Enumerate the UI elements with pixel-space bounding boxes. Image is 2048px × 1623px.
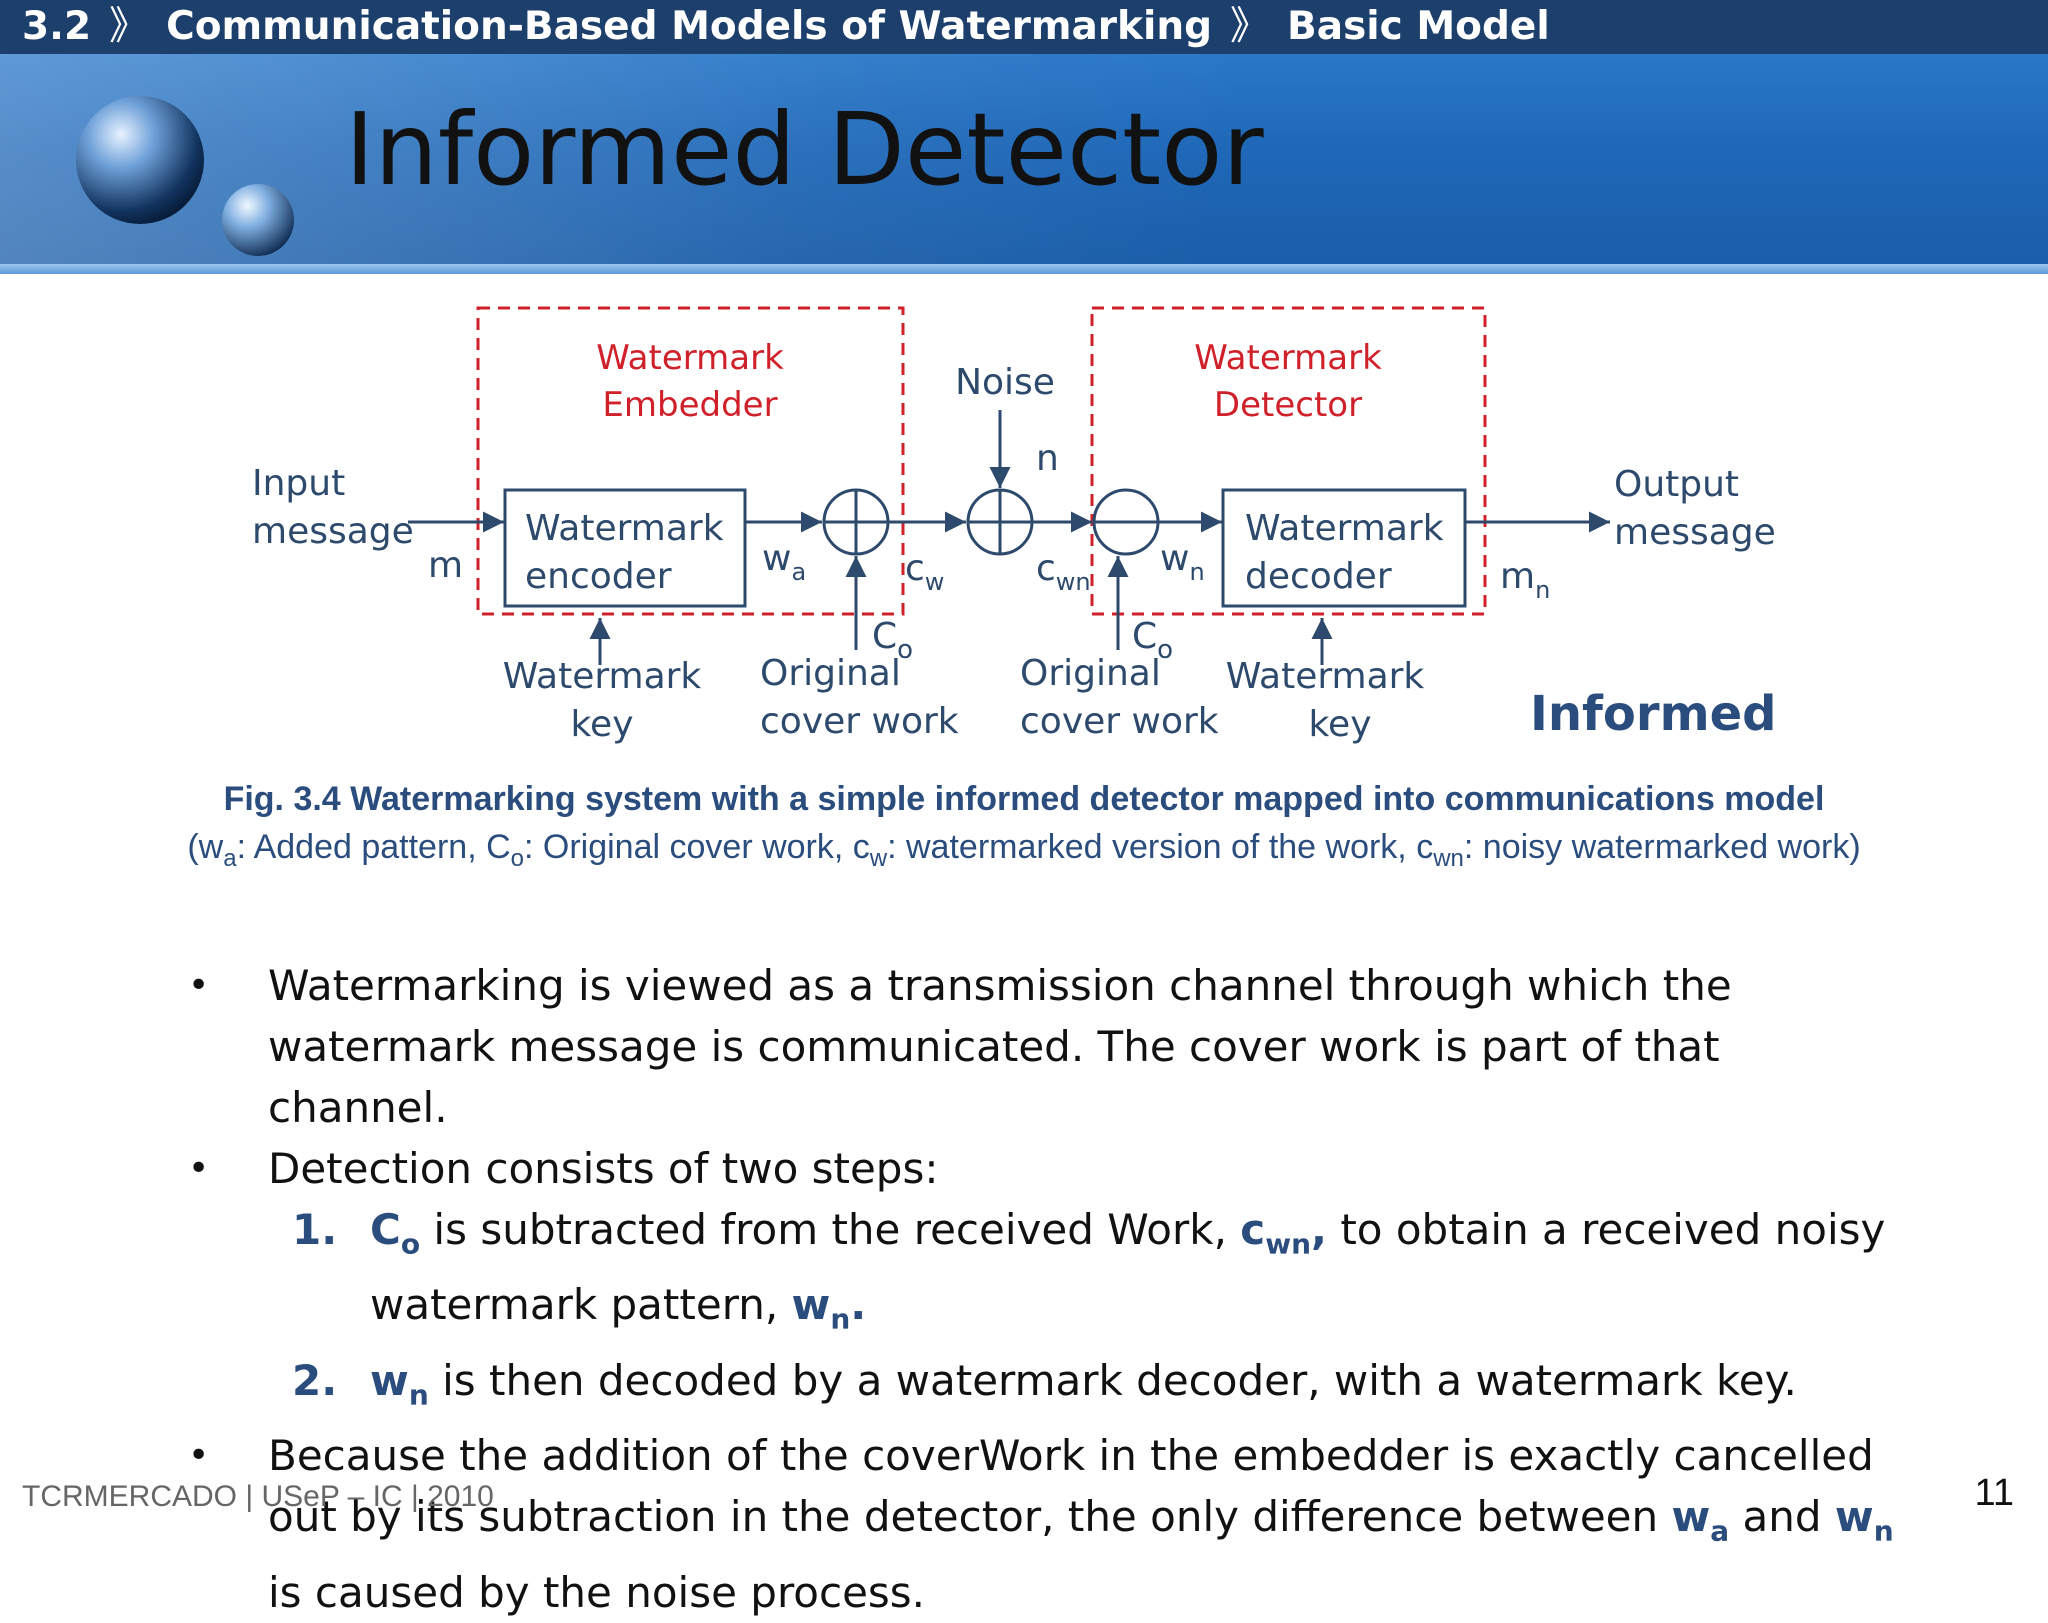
logo-spheres xyxy=(76,96,294,256)
original-cover-label: Original xyxy=(760,653,901,694)
bullet-dot: • xyxy=(188,1148,210,1189)
step-number: 2. xyxy=(292,1355,338,1405)
co-label: Co xyxy=(1132,616,1173,665)
header-divider xyxy=(0,264,2048,274)
breadcrumb-topic: Basic Model xyxy=(1287,4,1550,49)
watermark-key-label: Watermark xyxy=(503,656,702,697)
step-number: 1. xyxy=(292,1205,338,1254)
numbered-item: 1.Co is subtracted from the received Wor… xyxy=(180,1199,1900,1350)
encoder-box xyxy=(503,488,747,608)
embedder-label: Watermark xyxy=(596,338,784,378)
wn-label: wn xyxy=(1160,538,1205,586)
noise-label: Noise xyxy=(955,362,1055,403)
decoder-label: decoder xyxy=(1245,556,1392,597)
figure-legend: (wa: Added pattern, Co: Original cover w… xyxy=(187,828,1861,872)
watermark-key-label: key xyxy=(570,704,633,745)
diagram: Watermark Embedder Watermark Detector In… xyxy=(252,306,1777,745)
figure-caption: Fig. 3.4 Watermarking system with a simp… xyxy=(223,780,1825,818)
output-label: message xyxy=(1614,512,1776,553)
watermark-key-label: key xyxy=(1308,704,1371,745)
bullet-item: •Because the addition of the coverWork i… xyxy=(180,1425,1900,1622)
embedder-dashed-box xyxy=(476,306,905,616)
output-label: Output xyxy=(1614,464,1739,505)
watermark-key-label: Watermark xyxy=(1226,656,1425,697)
decoder-label: Watermark xyxy=(1245,508,1444,549)
detector-dashed-box xyxy=(1090,306,1487,616)
decoder-box xyxy=(1221,488,1467,608)
breadcrumb-separator: 》 xyxy=(1230,4,1270,49)
wa-label: wa xyxy=(762,538,806,586)
original-cover-label: cover work xyxy=(760,701,959,742)
co-label: Co xyxy=(872,616,913,665)
header-band xyxy=(0,54,2048,266)
large-sphere xyxy=(76,96,204,224)
input-label: Input xyxy=(252,463,345,504)
embedder-label: Embedder xyxy=(602,385,777,425)
small-sphere xyxy=(222,184,294,256)
bullet-item: •Detection consists of two steps: xyxy=(180,1138,1900,1199)
input-label: message xyxy=(252,511,414,552)
page-title: Informed Detector xyxy=(345,91,1264,208)
bullet-dot: • xyxy=(188,965,210,1006)
original-cover-label: Original xyxy=(1020,653,1161,694)
numbered-item: 2.wn is then decoded by a watermark deco… xyxy=(180,1350,1900,1425)
n-label: n xyxy=(1036,438,1059,479)
cw-label: cw xyxy=(905,548,944,596)
breadcrumb-separator: 》 xyxy=(109,4,149,49)
page-number: 11 xyxy=(1974,1472,2014,1514)
original-cover-label: cover work xyxy=(1020,701,1219,742)
cwn-label: cwn xyxy=(1036,548,1091,596)
breadcrumb: 3.2 》 Communication-Based Models of Waterm… xyxy=(0,0,2048,54)
bullet-list: •Watermarking is viewed as a transmissio… xyxy=(180,955,1900,1623)
bullet-item: •Watermarking is viewed as a transmissio… xyxy=(180,955,1900,1138)
footer-credit: TCRMERCADO | USeP – IC | 2010 xyxy=(22,1480,494,1513)
mn-label: mn xyxy=(1500,556,1550,604)
detector-label: Detector xyxy=(1214,385,1362,425)
breadcrumb-chapter: Communication-Based Models of Watermarki… xyxy=(166,4,1213,49)
breadcrumb-section: 3.2 xyxy=(22,4,92,49)
encoder-label: encoder xyxy=(525,556,672,597)
detector-label: Watermark xyxy=(1194,338,1382,378)
bullet-dot: • xyxy=(188,1435,210,1477)
encoder-label: Watermark xyxy=(525,508,724,549)
informed-label: Informed xyxy=(1530,686,1777,742)
m-label: m xyxy=(428,545,463,586)
